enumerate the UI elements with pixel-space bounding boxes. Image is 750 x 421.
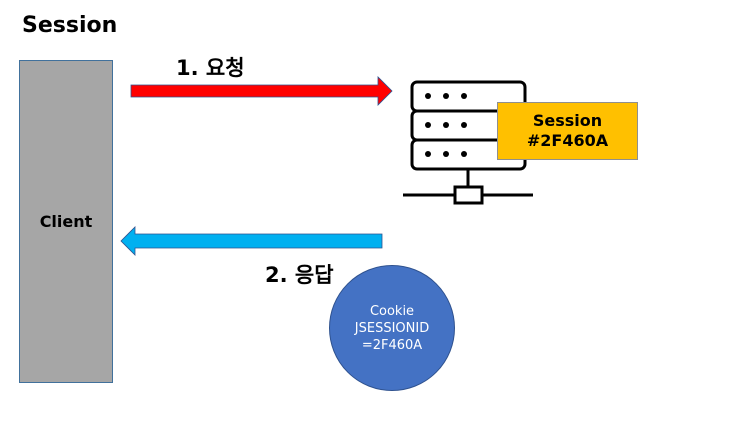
request-label: 1. 요청 xyxy=(176,56,245,80)
session-box-line2: #2F460A xyxy=(526,131,609,150)
cookie-circle: Cookie JSESSIONID =2F460A xyxy=(329,265,455,391)
cookie-line3: =2F460A xyxy=(361,337,423,353)
server-icon xyxy=(403,80,533,205)
client-box: Client xyxy=(19,60,113,383)
diagram-title: Session xyxy=(22,13,118,38)
session-box-line1: Session xyxy=(532,111,603,130)
request-arrow xyxy=(130,76,393,106)
cookie-line2: JSESSIONID xyxy=(354,320,430,336)
response-label: 2. 응답 xyxy=(265,263,334,287)
response-arrow xyxy=(120,226,383,256)
session-id-box: Session #2F460A xyxy=(497,102,638,160)
cookie-line1: Cookie xyxy=(369,303,415,319)
client-label: Client xyxy=(39,212,93,231)
